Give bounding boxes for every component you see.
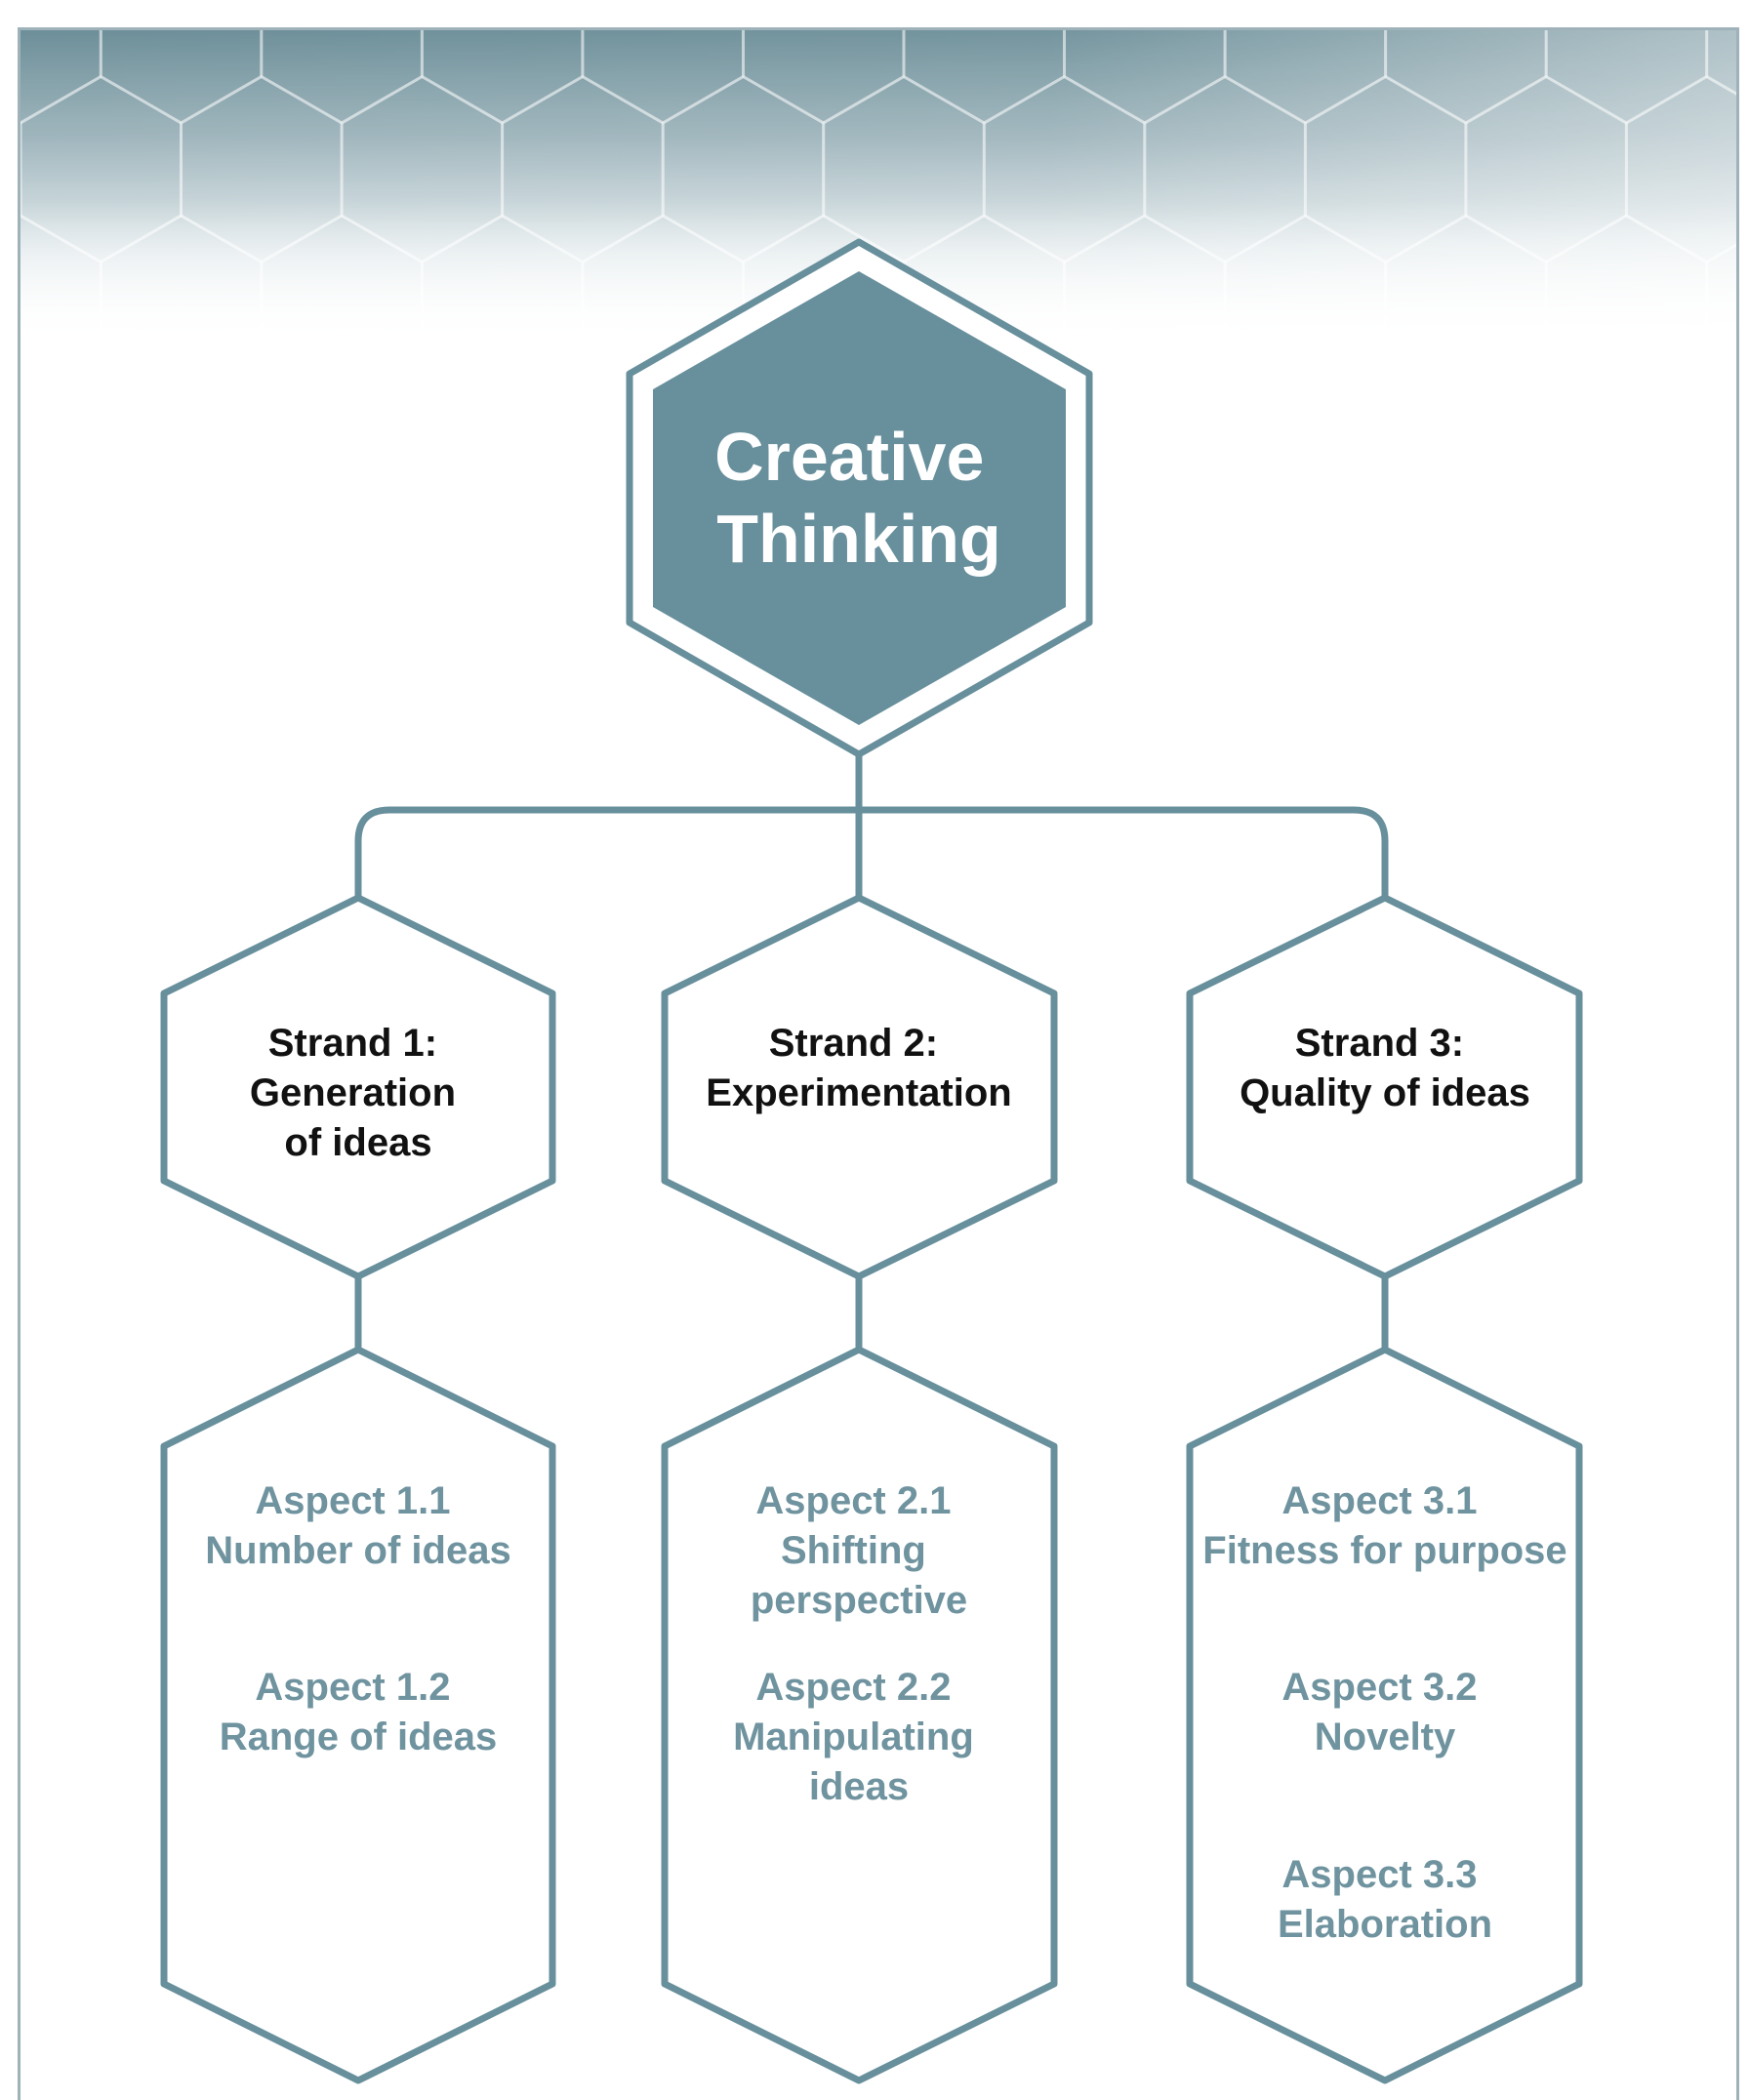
strand-2-hexagon bbox=[661, 894, 1058, 1280]
strand-1-title-line-2: Generation bbox=[250, 1071, 456, 1114]
aspect-3-3-label: Elaboration bbox=[1278, 1903, 1492, 1946]
aspect-3-3: Aspect 3.3 Elaboration bbox=[1278, 1853, 1492, 1946]
strand-1-title-line-3: of ideas bbox=[284, 1121, 431, 1164]
aspect-2-1-code: Aspect 2.1 bbox=[755, 1479, 951, 1522]
aspect-1-1: Aspect 1.1 Number of ideas bbox=[205, 1479, 510, 1572]
aspect-1-2-code: Aspect 1.2 bbox=[255, 1666, 450, 1709]
root-node: Creative Thinking bbox=[626, 238, 1093, 758]
strand-3-aspects-node: Aspect 3.1 Fitness for purpose Aspect 3.… bbox=[1186, 1346, 1583, 2084]
aspect-2-1-label-line-1: Shifting bbox=[781, 1529, 926, 1572]
strand-2-node: Strand 2: Experimentation bbox=[661, 894, 1058, 1280]
root-title-line-1: Creative bbox=[714, 419, 984, 495]
aspect-2-1-label-line-2: perspective bbox=[751, 1579, 967, 1622]
strand-1-title-line-1: Strand 1: bbox=[268, 1022, 437, 1065]
aspect-2-2: Aspect 2.2 Manipulating ideas bbox=[733, 1666, 985, 1808]
strand-3-title: Strand 3: Quality of ideas bbox=[1240, 1022, 1530, 1114]
aspect-3-2-label: Novelty bbox=[1315, 1716, 1456, 1758]
aspect-1-1-code: Aspect 1.1 bbox=[255, 1479, 450, 1522]
strand-1-aspects-node: Aspect 1.1 Number of ideas Aspect 1.2 Ra… bbox=[160, 1346, 556, 2084]
hexagon-pattern-banner bbox=[20, 30, 1736, 343]
connector-lines bbox=[354, 747, 1389, 1351]
aspect-1-1-label: Number of ideas bbox=[205, 1529, 510, 1572]
aspect-3-2-code: Aspect 3.2 bbox=[1281, 1666, 1477, 1709]
strand-2-aspects-node: Aspect 2.1 Shifting perspective Aspect 2… bbox=[661, 1346, 1058, 2084]
aspect-3-2: Aspect 3.2 Novelty bbox=[1281, 1666, 1487, 1758]
strand-2-title-line-1: Strand 2: bbox=[769, 1022, 938, 1065]
root-hexagon-fill bbox=[653, 271, 1066, 725]
strand-2-title-line-2: Experimentation bbox=[706, 1071, 1011, 1114]
root-title: Creative Thinking bbox=[714, 419, 1003, 577]
strand-3-aspects-hexagon bbox=[1186, 1346, 1583, 2084]
aspect-3-1-code: Aspect 3.1 bbox=[1281, 1479, 1477, 1522]
strand-3-title-line-1: Strand 3: bbox=[1295, 1022, 1464, 1065]
strand-3-node: Strand 3: Quality of ideas bbox=[1186, 894, 1583, 1280]
strand-1-hexagon bbox=[160, 894, 556, 1280]
aspect-2-2-label-line-2: ideas bbox=[809, 1765, 909, 1808]
strand-branch-connector bbox=[354, 806, 1389, 902]
aspect-3-3-code: Aspect 3.3 bbox=[1281, 1853, 1477, 1896]
strand-1-node: Strand 1: Generation of ideas bbox=[160, 894, 556, 1280]
root-title-line-2: Thinking bbox=[716, 501, 1001, 577]
strand-2-aspects-hexagon bbox=[661, 1346, 1058, 2084]
strand-1-aspects-hexagon bbox=[160, 1346, 556, 2084]
strand-1-title: Strand 1: Generation of ideas bbox=[250, 1022, 467, 1164]
strand-3-title-line-2: Quality of ideas bbox=[1240, 1071, 1530, 1114]
aspect-2-2-label-line-1: Manipulating bbox=[733, 1716, 974, 1758]
strand-2-title: Strand 2: Experimentation bbox=[706, 1022, 1011, 1114]
aspect-2-2-code: Aspect 2.2 bbox=[755, 1666, 951, 1709]
aspect-3-1-label: Fitness for purpose bbox=[1202, 1529, 1566, 1572]
aspect-2-1: Aspect 2.1 Shifting perspective bbox=[751, 1479, 967, 1622]
aspect-1-2: Aspect 1.2 Range of ideas bbox=[220, 1666, 498, 1758]
aspect-1-2-label: Range of ideas bbox=[220, 1716, 498, 1758]
strand-3-hexagon bbox=[1186, 894, 1583, 1280]
aspect-3-1: Aspect 3.1 Fitness for purpose bbox=[1202, 1479, 1566, 1572]
